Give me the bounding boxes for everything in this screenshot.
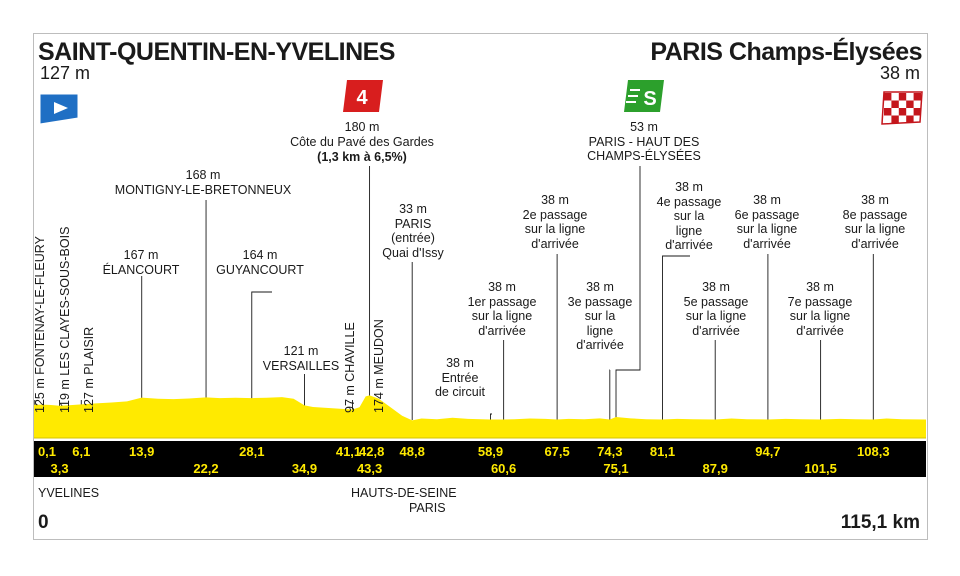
climb-detail: (1,3 km à 6,5%)	[317, 150, 407, 164]
km-mark-label: 81,1	[650, 444, 675, 459]
climb-name: Côte du Pavé des Gardes	[290, 135, 434, 149]
distance-start: 0	[38, 512, 49, 533]
km-labels: 0,1 6,1 13,9 28,1 41,142,8 48,8 58,9 67,5 74,3 81…	[38, 444, 890, 476]
km-mark-label: 22,2	[193, 461, 218, 476]
km-mark-label: 75,1	[603, 461, 628, 476]
region-paris: PARIS	[409, 501, 446, 515]
km-mark-label: 42,8	[359, 444, 384, 459]
waypoint-plaisir: 127 m PLAISIR	[82, 326, 96, 413]
waypoint-passage-4: 38 m 4e passage sur la ligne d'arrivée	[656, 180, 722, 252]
elevation-area	[34, 395, 926, 438]
waypoint-meudon: 174 m MEUDON	[372, 319, 386, 413]
km-mark-label: 43,3	[357, 461, 382, 476]
start-town-name: SAINT-QUENTIN-EN-YVELINES	[38, 38, 401, 67]
sprint-icon: S	[624, 80, 664, 112]
finish-town-name: PARIS Champs-Élysées	[644, 38, 922, 67]
waypoint-chaville: 97 m CHAVILLE	[343, 322, 357, 413]
sprint-badge-text: S	[643, 88, 656, 110]
climb-category-4-icon: 4	[343, 80, 383, 112]
km-mark-label: 0,1	[38, 444, 56, 459]
waypoint-passage-5: 38 m 5e passage sur la ligne d'arrivée	[683, 280, 749, 338]
km-mark-label: 60,6	[491, 461, 516, 476]
leader-line	[662, 255, 690, 420]
km-mark-label: 74,3	[597, 444, 622, 459]
waypoint-haut-champs-elysees: 53 m PARIS - HAUT DES CHAMPS-ÉLYSÉES	[587, 120, 701, 163]
climb-badge-text: 4	[356, 87, 368, 109]
checkered-flag-icon	[881, 91, 923, 125]
km-mark-label: 87,9	[703, 461, 728, 476]
km-mark-label: 3,3	[51, 461, 69, 476]
waypoint-montigny: 168 m MONTIGNY-LE-BRETONNEUX	[114, 168, 292, 197]
waypoint-fontenay: 125 m FONTENAY-LE-FLEURY	[33, 236, 47, 413]
waypoint-passage-1: 38 m 1er passage sur la ligne d'arrivée	[467, 280, 537, 338]
region-hauts-de-seine: HAUTS-DE-SEINE	[351, 486, 457, 500]
region-yvelines: YVELINES	[38, 486, 100, 500]
km-mark-label: 108,3	[857, 444, 890, 459]
km-mark-label: 58,9	[478, 444, 503, 459]
waypoint-versailles: 121 m VERSAILLES	[262, 344, 340, 373]
km-mark-label: 6,1	[72, 444, 90, 459]
distance-end: 115,1 km	[840, 512, 920, 533]
waypoint-passage-6: 38 m 6e passage sur la ligne d'arrivée	[734, 193, 800, 251]
start-altitude: 127 m	[40, 63, 91, 83]
km-band	[34, 441, 926, 477]
waypoint-passage-8: 38 m 8e passage sur la ligne d'arrivée	[842, 193, 908, 251]
waypoint-passage-3: 38 m 3e passage sur la ligne d'arrivée	[567, 280, 633, 352]
km-mark-label: 101,5	[804, 461, 837, 476]
climb-altitude: 180 m	[344, 120, 380, 134]
leader-line	[251, 291, 272, 418]
km-mark-label: 94,7	[755, 444, 780, 459]
finish-altitude: 38 m	[879, 63, 920, 83]
km-mark-label: 67,5	[544, 444, 569, 459]
km-mark-label: 34,9	[292, 461, 317, 476]
km-mark-label: 13,9	[129, 444, 154, 459]
start-flag-icon	[39, 93, 79, 125]
waypoint-passage-7: 38 m 7e passage sur la ligne d'arrivée	[787, 280, 853, 338]
waypoint-paris-issy: 33 m PARIS (entrée) Quai d'Issy	[382, 202, 444, 260]
km-mark-label: 41,1	[336, 444, 361, 459]
leader-line	[490, 413, 492, 420]
profile-frame	[33, 33, 928, 540]
waypoint-guyancourt: 164 m GUYANCOURT	[216, 248, 304, 277]
waypoint-clayes: 119 m LES CLAYES-SOUS-BOIS	[58, 226, 72, 413]
km-mark-label: 48,8	[400, 444, 425, 459]
waypoint-elancourt: 167 m ÉLANCOURT	[102, 248, 180, 277]
waypoint-passage-2: 38 m 2e passage sur la ligne d'arrivée	[522, 193, 588, 251]
leader-line	[615, 166, 641, 420]
km-mark-label: 28,1	[239, 444, 264, 459]
waypoint-circuit-entry: 38 m Entrée de circuit	[434, 356, 486, 399]
